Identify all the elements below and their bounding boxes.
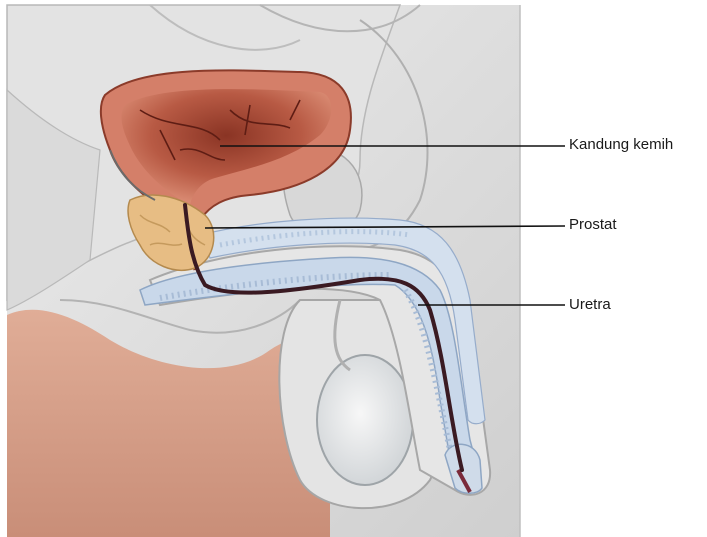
- label-bladder: Kandung kemih: [569, 136, 673, 153]
- label-urethra: Uretra: [569, 296, 611, 313]
- testis: [317, 355, 413, 485]
- label-prostate: Prostat: [569, 216, 617, 233]
